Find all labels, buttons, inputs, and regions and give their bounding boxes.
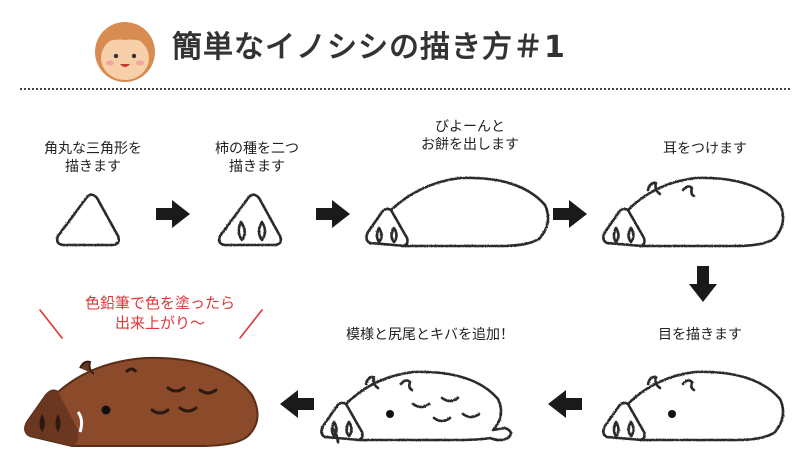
- step-5-caption: 目を描きます: [658, 327, 742, 343]
- boar-with-patterns-shape: [320, 370, 513, 444]
- arrow-down-icon: [689, 266, 717, 302]
- arrow-right-icon: [316, 200, 350, 228]
- colored-boar-illustration: [17, 356, 259, 447]
- step-2-caption: 柿の種を二つ描きます: [215, 141, 299, 175]
- eye-dot: [668, 410, 676, 418]
- boar-with-ears-shape: [602, 176, 785, 248]
- arrow-left-icon: [548, 390, 582, 418]
- boar-with-eye-shape: [602, 370, 785, 442]
- arrow-right-icon: [553, 200, 587, 228]
- accent-line: [239, 309, 263, 339]
- arrow-left-icon: [280, 390, 314, 418]
- step-1-caption: 角丸な三角形を描きます: [44, 141, 142, 175]
- step-6-caption: 模様と尻尾とキバを追加！: [346, 327, 514, 343]
- triangle-seeds-shape: [217, 193, 283, 247]
- triangle-shape: [55, 193, 121, 247]
- page-title: 簡単なイノシシの描き方＃1: [172, 30, 566, 65]
- dotted-divider: [20, 88, 790, 90]
- step-4-caption: 耳をつけます: [663, 141, 747, 157]
- arrow-right-icon: [156, 200, 190, 228]
- eye-dot: [386, 410, 394, 418]
- step-3-caption: びよーんとお餅を出します: [421, 119, 519, 153]
- accent-line: [39, 309, 63, 339]
- final-caption: 色鉛筆で色を塗ったら出来上がり〜: [84, 294, 235, 332]
- mochi-body-shape: [365, 176, 550, 248]
